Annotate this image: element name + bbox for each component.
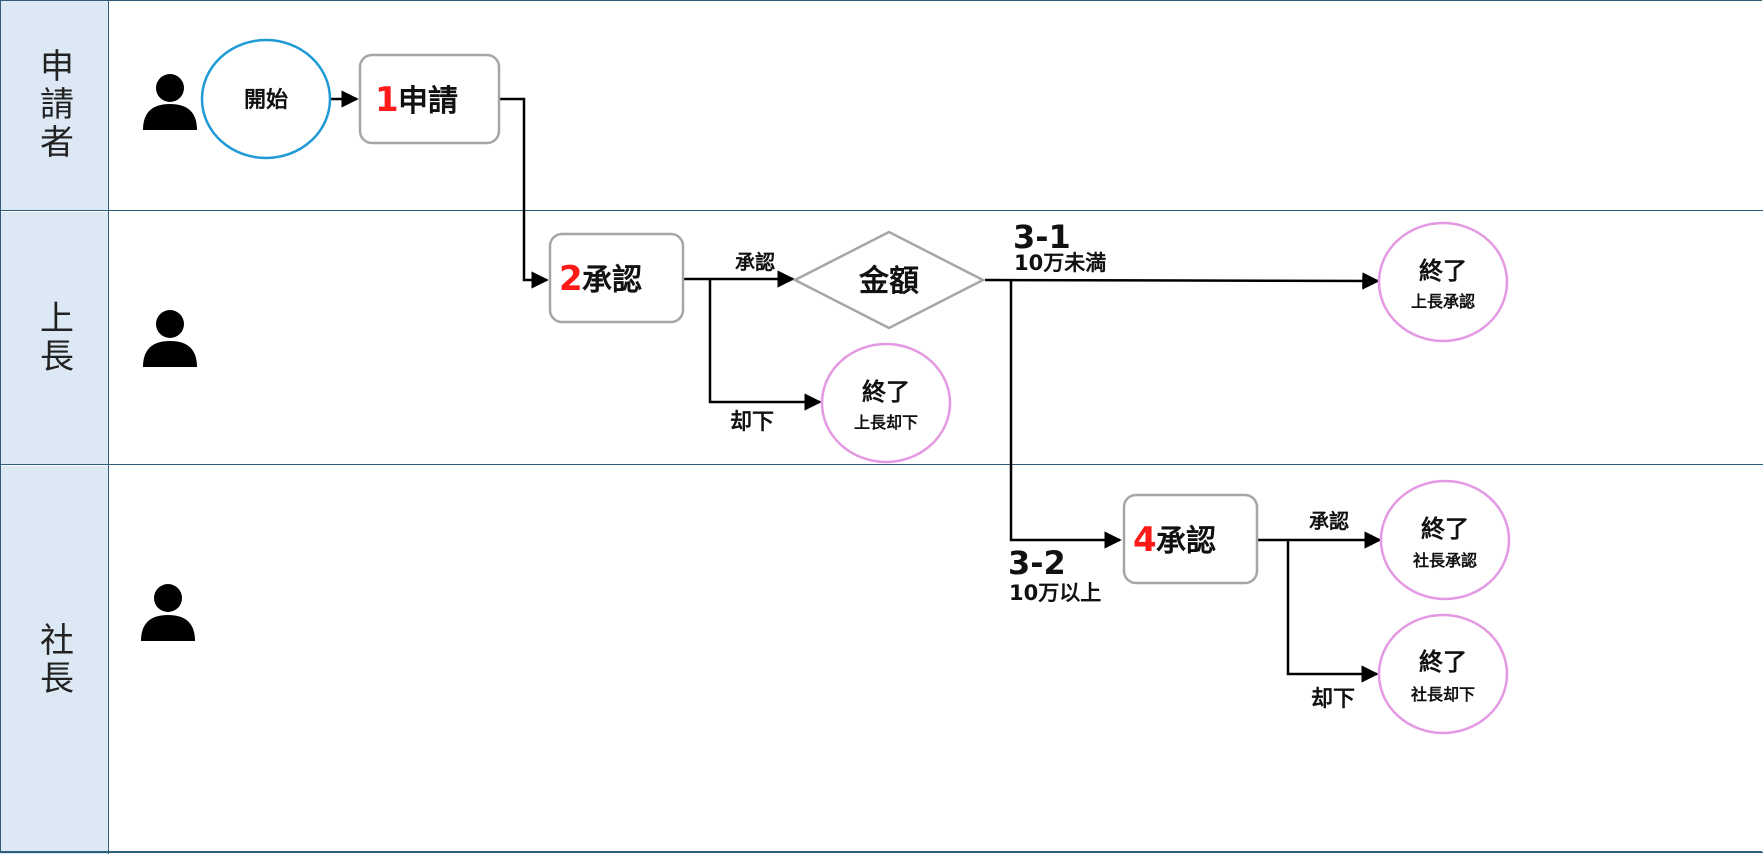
start-label: 開始 [244,87,288,113]
boss-approve-label: 承認 [582,263,642,298]
end-pres-reject-node: 終了 社長却下 [1377,613,1509,735]
end-boss-reject-sub: 上長却下 [854,413,918,432]
edge-label-under: 10万未満 [1014,251,1106,275]
lane-label-boss: 上長 [33,300,74,376]
boss-approve-step-number: 2 [559,259,583,299]
person-icon-applicant [143,74,197,130]
person-icon-boss [143,310,197,367]
lane-president: 社長 [0,466,108,854]
president-approve-step-number: 4 [1133,520,1157,560]
amount-label: 金額 [858,264,919,299]
edge-number-under: 3-1 [1013,218,1071,256]
apply-label: 申請 [398,84,458,119]
edge-number-over: 3-2 [1008,544,1066,582]
edge-pres-reject [1286,540,1379,683]
apply-step-number: 1 [375,80,399,120]
amount-decision-node: 金額 [792,230,986,330]
person-icon-president [141,584,195,641]
edge-boss-reject [708,279,822,411]
end-pres-approve-node: 終了 社長承認 [1379,479,1511,601]
end-pres-reject-sub: 社長却下 [1410,685,1475,704]
end-boss-approve-title: 終了 [1419,257,1467,285]
edge-apply-to-approve [500,97,549,289]
end-pres-approve-sub: 社長承認 [1412,551,1477,570]
boss-approve-process-node: 2 承認 [548,232,685,324]
end-pres-reject-title: 終了 [1419,648,1467,676]
end-boss-approve-node: 終了 上長承認 [1377,221,1509,343]
lane-separator-2 [0,464,1763,465]
edge-over-100k [1009,280,1122,549]
lane-label-divider [108,0,109,854]
lane-label-president: 社長 [33,622,74,698]
lane-applicant: 申請者 [0,0,108,210]
president-approve-label: 承認 [1156,524,1216,559]
edge-label-over: 10万以上 [1009,581,1101,605]
end-boss-reject-title: 終了 [862,378,910,406]
flow-connectors [330,90,1382,683]
edge-label-boss-approve: 承認 [735,250,775,274]
lane-label-applicant: 申請者 [33,48,74,162]
lane-separator-1 [0,210,1763,211]
apply-process-node: 1 申請 [358,53,501,145]
start-node: 開始 [200,38,332,160]
lane-boss: 上長 [0,212,108,464]
edge-under-100k [984,272,1380,290]
edge-label-pres-approve: 承認 [1309,509,1349,533]
end-pres-approve-title: 終了 [1421,515,1469,543]
end-boss-approve-sub: 上長承認 [1411,292,1475,311]
lane-separator-bottom [0,852,1763,853]
end-boss-reject-node: 終了 上長却下 [820,342,952,464]
edge-label-pres-reject: 却下 [1311,687,1355,712]
president-approve-process-node: 4 承認 [1122,493,1259,585]
edge-label-boss-reject: 却下 [730,410,774,435]
